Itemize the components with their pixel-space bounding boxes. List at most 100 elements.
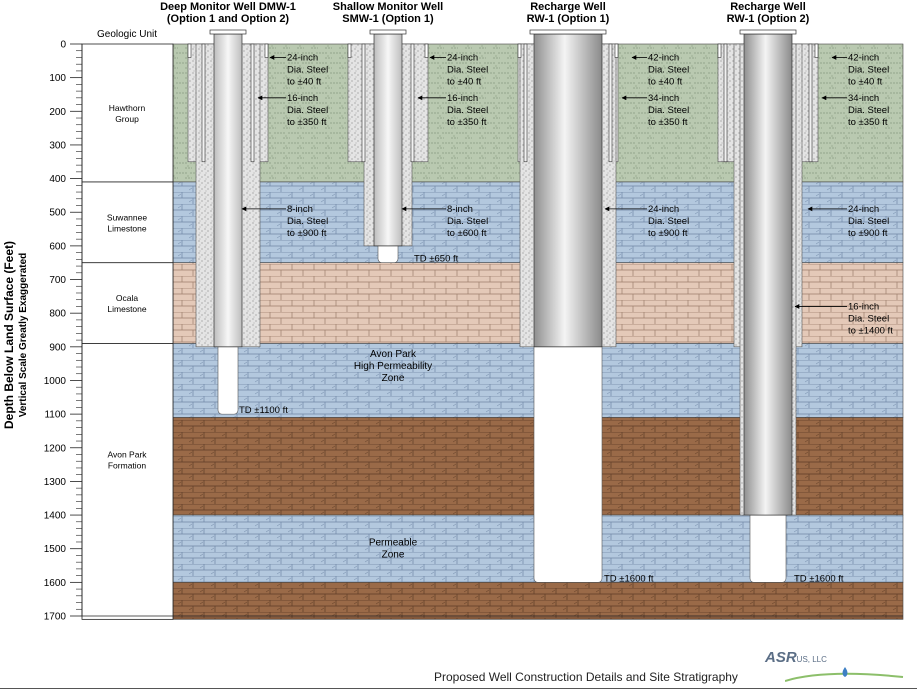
annotation-size: 8-inch xyxy=(287,204,313,215)
depth-tick-label: 200 xyxy=(49,107,66,118)
depth-tick-label: 500 xyxy=(49,208,66,219)
total-depth-label: TD ±650 ft xyxy=(414,254,459,265)
geologic-unit-header: Geologic Unit xyxy=(97,29,157,40)
depth-tick-label: 800 xyxy=(49,309,66,320)
annotation-size: 16-inch xyxy=(848,301,879,312)
intermediate-casing-wall xyxy=(808,43,813,163)
annotation-size: 42-inch xyxy=(648,52,679,63)
intermediate-casing-wall xyxy=(608,43,613,163)
depth-tick-label: 1700 xyxy=(44,612,67,623)
wells xyxy=(187,29,819,583)
annotation-depth: to ±350 ft xyxy=(648,117,688,128)
surface-casing-wall xyxy=(517,43,522,58)
production-casing xyxy=(213,33,243,348)
total-depth-label: TD ±1600 ft xyxy=(794,573,844,584)
annotation-depth: to ±40 ft xyxy=(848,76,883,87)
surface-casing-wall xyxy=(614,43,619,58)
well-title-line1: Deep Monitor Well DMW-1 xyxy=(160,1,296,13)
unit-column-box xyxy=(81,43,174,620)
well-2 xyxy=(347,29,429,264)
unit-name-line2: Limestone xyxy=(107,223,146,233)
unit-name-line1: Suwannee xyxy=(107,212,147,222)
well-title-line2: SMW-1 (Option 1) xyxy=(342,13,434,25)
wellhead-cap xyxy=(209,29,247,35)
bottom-rule xyxy=(0,688,917,689)
annotation-size: 42-inch xyxy=(848,52,879,63)
production-casing xyxy=(373,33,403,247)
annotation-material: Dia. Steel xyxy=(287,216,328,227)
annotation-material: Dia. Steel xyxy=(447,105,488,116)
geologic-unit-column: HawthornGroupSuwanneeLimestoneOcalaLimes… xyxy=(81,43,174,620)
well-title-line1: Recharge Well xyxy=(530,1,606,13)
total-depth-label: TD ±1100 ft xyxy=(239,405,288,416)
depth-axis: 0100200300400500600700800900100011001200… xyxy=(44,40,903,623)
intermediate-casing-wall xyxy=(410,43,415,163)
annotation-depth: to ±40 ft xyxy=(447,76,482,87)
unit-name-line2: Limestone xyxy=(107,304,146,314)
depth-tick-label: 1300 xyxy=(44,477,67,488)
annotation-size: 34-inch xyxy=(648,93,679,104)
high-permeability-zone-label: High Permeability xyxy=(354,361,432,372)
permeable-zone-label: Permeable xyxy=(369,537,418,548)
annotation-depth: to ±350 ft xyxy=(447,117,487,128)
depth-tick-label: 700 xyxy=(49,275,66,286)
annotation-material: Dia. Steel xyxy=(848,105,889,116)
wellhead-cap xyxy=(369,29,407,35)
well-title-line1: Recharge Well xyxy=(730,1,806,13)
high-permeability-zone-label: Zone xyxy=(382,373,405,384)
intermediate-casing-wall xyxy=(523,43,528,163)
annotation-material: Dia. Steel xyxy=(848,216,889,227)
depth-tick-label: 1100 xyxy=(44,410,66,421)
y-axis-label: Depth Below Land Surface (Feet) xyxy=(2,241,16,429)
depth-tick-label: 100 xyxy=(49,73,66,84)
unit-name-line1: Ocala xyxy=(116,293,138,303)
annotation-depth: to ±40 ft xyxy=(648,76,683,87)
annotation-material: Dia. Steel xyxy=(287,64,328,75)
intermediate-casing-wall xyxy=(201,43,206,163)
depth-tick-label: 600 xyxy=(49,241,66,252)
annotation-depth: to ±40 ft xyxy=(287,76,322,87)
intermediate-casing-wall xyxy=(250,43,255,163)
annotation-size: 16-inch xyxy=(447,93,478,104)
annotation-material: Dia. Steel xyxy=(648,105,689,116)
well-1 xyxy=(187,29,269,415)
annotation-size: 24-inch xyxy=(287,52,318,63)
annotation-material: Dia. Steel xyxy=(848,64,889,75)
unit-name-line1: Avon Park xyxy=(107,450,147,460)
high-permeability-zone-label: Avon Park xyxy=(370,349,417,360)
annotation-size: 8-inch xyxy=(447,204,473,215)
annotation-depth: to ±900 ft xyxy=(648,228,688,239)
depth-tick-label: 1200 xyxy=(44,443,67,454)
wellhead-cap xyxy=(739,29,797,35)
surface-casing-wall xyxy=(717,43,722,58)
logo-text: ASRUS, LLC xyxy=(765,649,827,666)
annotation-material: Dia. Steel xyxy=(287,105,328,116)
permeable-zone-label: Zone xyxy=(382,549,405,560)
annotation-material: Dia. Steel xyxy=(447,216,488,227)
annotation-material: Dia. Steel xyxy=(648,64,689,75)
total-depth-label: TD ±1600 ft xyxy=(604,573,654,584)
annotation-material: Dia. Steel xyxy=(447,64,488,75)
well-title-line2: RW-1 (Option 1) xyxy=(527,13,610,25)
annotation-material: Dia. Steel xyxy=(648,216,689,227)
water-drop-icon xyxy=(785,667,904,682)
annotation-depth: to ±600 ft xyxy=(447,228,487,239)
surface-casing-wall xyxy=(814,43,819,58)
well-3 xyxy=(517,29,619,583)
production-casing xyxy=(743,33,793,516)
annotation-depth: to ±900 ft xyxy=(848,228,888,239)
annotation-depth: to ±1400 ft xyxy=(848,325,893,336)
depth-tick-label: 400 xyxy=(49,174,66,185)
surface-casing-wall xyxy=(264,43,269,58)
unit-name-line2: Formation xyxy=(108,461,147,471)
depth-tick-label: 300 xyxy=(49,140,66,151)
wellhead-cap xyxy=(529,29,607,35)
depth-tick-label: 0 xyxy=(60,40,66,51)
avon-park-zone-4 xyxy=(172,582,904,620)
intermediate-casing-wall xyxy=(723,43,728,163)
surface-casing-wall xyxy=(424,43,429,58)
annotation-size: 16-inch xyxy=(287,93,318,104)
y-axis-sublabel: Vertical Scale Greatly Exaggerated xyxy=(18,253,29,418)
annotation-material: Dia. Steel xyxy=(848,313,889,324)
